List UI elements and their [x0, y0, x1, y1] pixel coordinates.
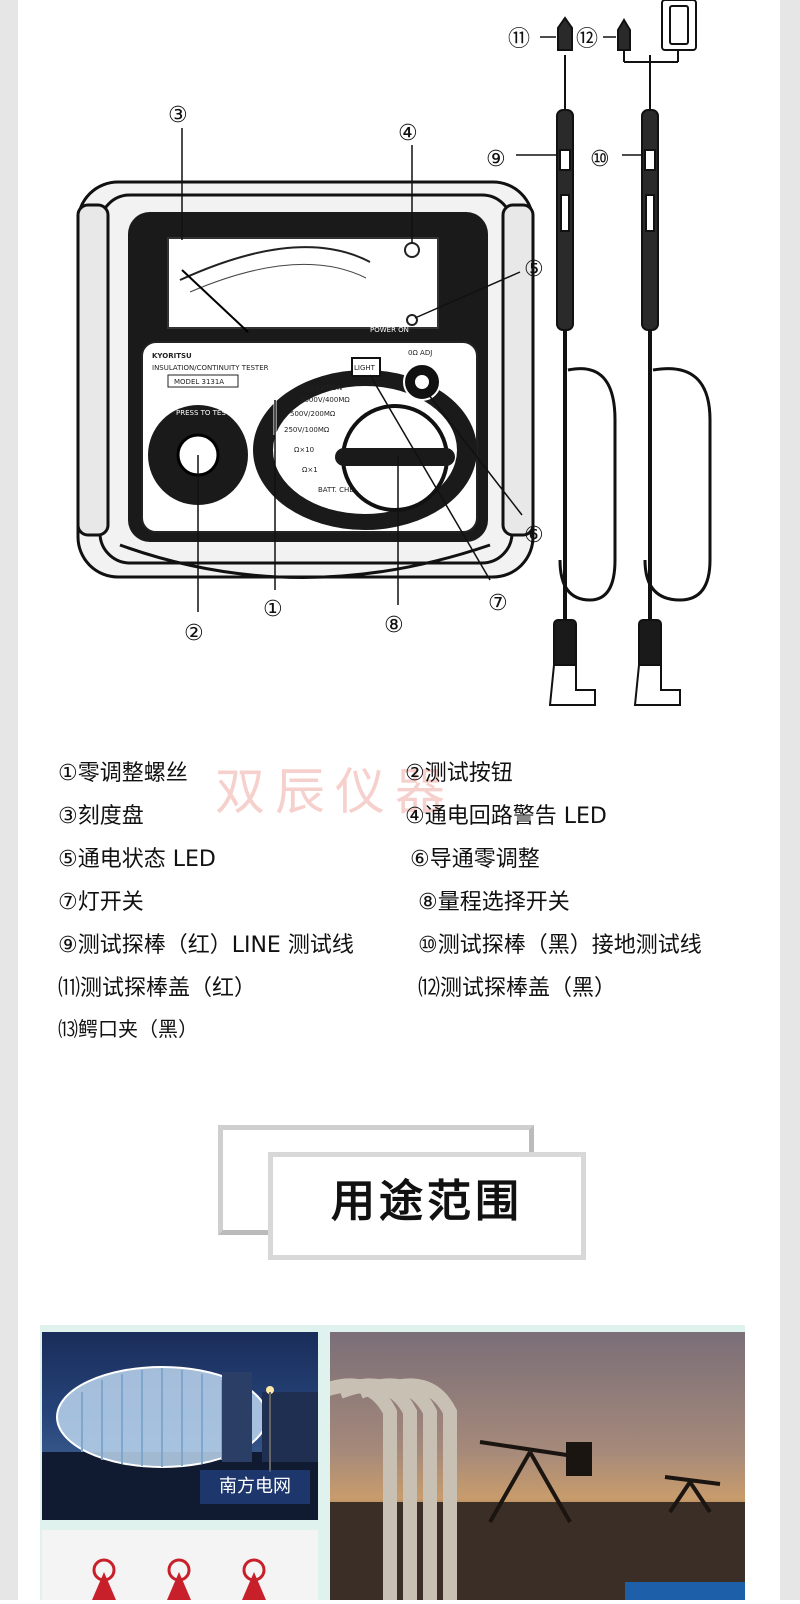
scale-arc [179, 246, 371, 281]
power-on-label: POWER ON [370, 326, 409, 334]
legend-item-13: ⒀鳄口夹（黑） [58, 1017, 198, 1041]
section-frame-front [268, 1152, 586, 1260]
legend-item-9: ⑨测试探棒（红）LINE 测试线 [58, 933, 354, 958]
callout-6: ⑥ [524, 523, 544, 548]
batt-check-label: BATT. CHECK [318, 486, 364, 494]
range-250v: 250V/100MΩ [284, 426, 330, 434]
tester-diagram: CE POWER ON KYORITSU INSULATION/CONTINUI… [76, 0, 712, 706]
brand-label: KYORITSU [152, 352, 192, 360]
photo-oil-field [330, 1332, 745, 1600]
callout-11: ⑪ [508, 27, 530, 52]
photo-logos [42, 1530, 318, 1600]
leader-lines [181, 36, 642, 612]
warning-led [404, 242, 420, 258]
press-to-test-label: PRESS TO TEST [176, 409, 231, 417]
left-margin-bar [0, 0, 18, 1600]
callout-5: ⑤ [524, 257, 544, 282]
legend-item-5: ⑤通电状态 LED [58, 847, 216, 872]
probe-caps [557, 0, 697, 70]
zero-adjust-center [415, 375, 429, 389]
needle [181, 269, 249, 333]
legend-item-2: ②测试按钮 [405, 761, 513, 786]
photo-power-grid-building [42, 1332, 318, 1520]
probe-red [548, 55, 617, 706]
callout-10: ⑩ [590, 147, 610, 172]
callout-7: ⑦ [488, 591, 508, 616]
callout-1: ① [263, 597, 283, 622]
legend-item-3: ③刻度盘 [58, 804, 144, 829]
photo-caption: 南方电网 [200, 1470, 310, 1504]
probe-black [633, 55, 712, 706]
legend-item-8: ⑧量程选择开关 [418, 890, 570, 915]
callout-2: ② [184, 621, 204, 646]
scale-window [167, 237, 439, 329]
range-knob-grip [335, 448, 455, 466]
model-box [167, 374, 239, 388]
range-1000v: 1000V/400MΩ [300, 396, 350, 404]
range-ohm10: Ω×10 [294, 446, 314, 454]
model-label: MODEL 3131A [174, 378, 224, 386]
insulation-label: INSULATION [300, 384, 342, 392]
section-title: 用途范围 [331, 1176, 523, 1227]
legend-item-7: ⑦灯开关 [58, 890, 144, 915]
zero-adj-label: 0Ω ADJ [408, 349, 432, 357]
light-label: LIGHT [354, 364, 376, 372]
right-margin-bar [780, 0, 800, 1600]
legend-item-11: ⑾测试探棒盖（红） [58, 976, 257, 1001]
legend-item-1: ①零调整螺丝 [58, 761, 188, 786]
callout-12: ⑫ [576, 27, 598, 52]
legend-item-4: ④通电回路警告 LED [405, 804, 607, 829]
callout-9: ⑨ [486, 147, 506, 172]
range-ohm1: Ω×1 [302, 466, 318, 474]
legend-item-6: ⑥导通零调整 [410, 847, 540, 872]
power-led [406, 314, 418, 326]
scale-arc-inner [189, 263, 367, 293]
ce-mark: CE [428, 244, 437, 252]
legend-item-10: ⑩测试探棒（黑）接地测试线 [418, 933, 702, 958]
callout-3: ③ [168, 103, 188, 128]
watermark: 双辰仪器 [215, 763, 455, 821]
light-switch [351, 357, 381, 377]
callout-8: ⑧ [384, 613, 404, 638]
callout-4: ④ [398, 121, 418, 146]
product-label: INSULATION/CONTINUITY TESTER [152, 364, 269, 372]
range-500v: 500V/200MΩ [290, 410, 336, 418]
legend-item-12: ⑿测试探棒盖（黑） [418, 976, 617, 1001]
